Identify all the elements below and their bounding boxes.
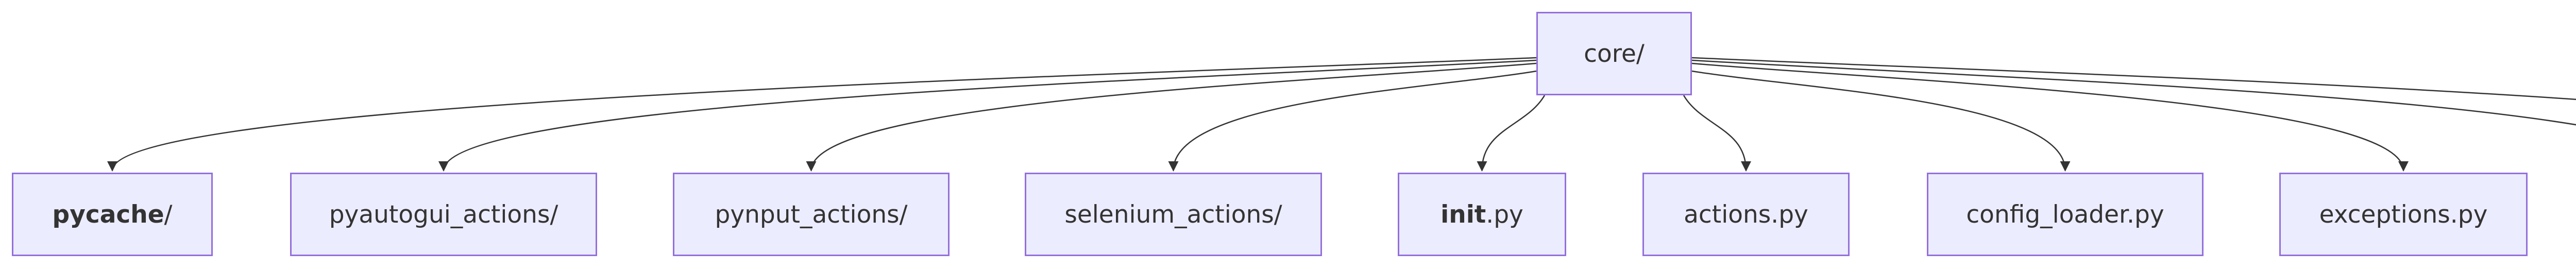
node-config-loader-py: config_loader.py bbox=[1927, 173, 2204, 256]
node-config-loader-py-label: config_loader.py bbox=[1966, 200, 2164, 229]
node-pyautogui-actions: pyautogui_actions/ bbox=[290, 173, 597, 256]
edge-core-to-web_manager_py bbox=[1691, 57, 2576, 100]
node-pynput-actions-label: pynput_actions/ bbox=[715, 200, 908, 229]
node-selenium-actions-label: selenium_actions/ bbox=[1064, 200, 1282, 229]
edge-core-to-pycache bbox=[107, 57, 1537, 172]
node-exceptions-py: exceptions.py bbox=[2279, 173, 2528, 256]
node-pycache: pycache/ bbox=[12, 173, 213, 256]
node-selenium-actions: selenium_actions/ bbox=[1025, 173, 1322, 256]
node-init-py: init.py bbox=[1398, 173, 1566, 256]
edge-core-to-logger_py bbox=[1691, 59, 2576, 126]
node-pycache-label: pycache/ bbox=[52, 200, 173, 229]
node-actions-py-label: actions.py bbox=[1684, 200, 1808, 229]
edge-core-to-pyautogui_actions bbox=[438, 59, 1537, 172]
node-pynput-actions: pynput_actions/ bbox=[673, 173, 950, 256]
edge-core-to-init_py bbox=[1477, 95, 1546, 172]
edge-core-to-selenium_actions bbox=[1168, 70, 1537, 172]
node-core-label: core/ bbox=[1584, 39, 1645, 68]
node-actions-py: actions.py bbox=[1642, 173, 1850, 256]
node-core: core/ bbox=[1536, 12, 1692, 95]
edge-core-to-exceptions_py bbox=[1691, 62, 2409, 172]
edge-core-to-actions_py bbox=[1683, 95, 1751, 172]
edge-core-to-config_loader_py bbox=[1691, 70, 2071, 172]
edge-core-to-pynput_actions bbox=[806, 62, 1537, 172]
node-exceptions-py-label: exceptions.py bbox=[2319, 200, 2488, 229]
node-init-py-label: init.py bbox=[1440, 200, 1523, 229]
node-pyautogui-actions-label: pyautogui_actions/ bbox=[329, 200, 558, 229]
